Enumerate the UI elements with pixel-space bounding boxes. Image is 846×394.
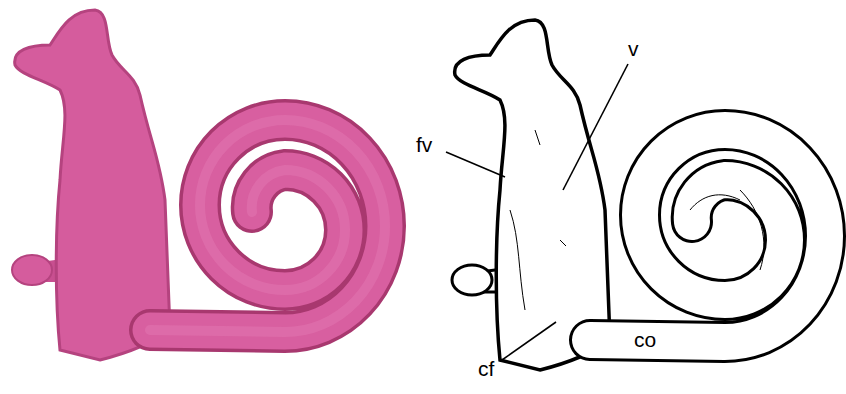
leader-line xyxy=(502,322,556,360)
part-label: co xyxy=(634,329,656,350)
cochlea xyxy=(150,120,385,332)
knob xyxy=(452,265,492,295)
part-label: fv xyxy=(416,134,432,155)
cochlea-fill xyxy=(590,130,825,342)
line-drawing xyxy=(452,20,825,370)
leader-line xyxy=(563,64,628,190)
surface-detail xyxy=(510,130,566,310)
cochlea-highlight xyxy=(150,120,385,332)
cochlea-shadow xyxy=(150,120,385,332)
leader-lines xyxy=(446,64,628,360)
part-label: cf xyxy=(478,358,494,379)
vestibule-outline xyxy=(455,20,610,370)
cochlea-outline xyxy=(590,130,825,342)
vestibule xyxy=(15,10,170,360)
cochlea-detail xyxy=(690,190,764,270)
leader-line xyxy=(446,152,505,177)
pink-rendering xyxy=(12,10,385,360)
part-label: v xyxy=(628,38,639,59)
knob xyxy=(12,255,52,285)
